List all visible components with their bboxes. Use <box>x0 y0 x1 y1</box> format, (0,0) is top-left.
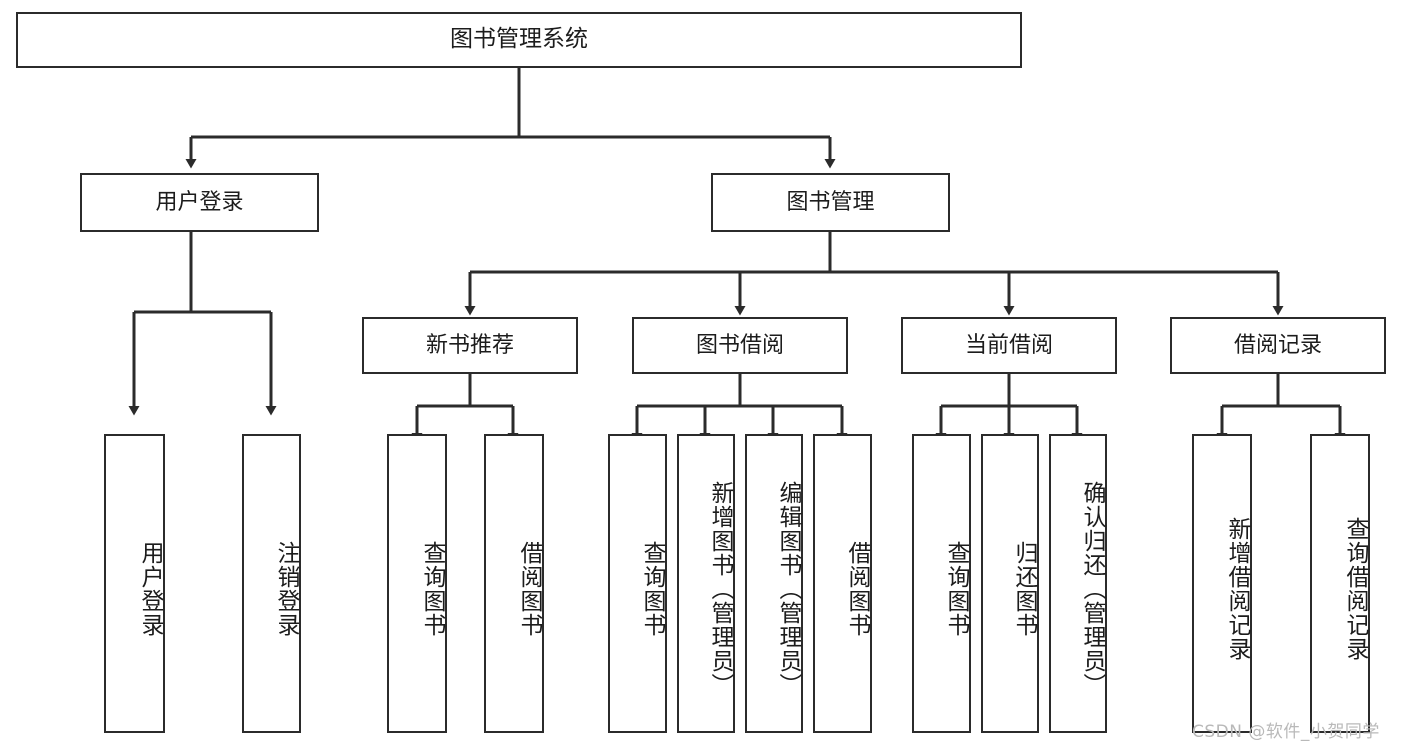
node-leaf-edit-book-admin[interactable]: 编辑图书（管理员） <box>745 434 803 733</box>
node-book-manage-label: 图书管理 <box>786 189 875 215</box>
node-leaf-query-book-b-label: 查询图书 <box>639 540 665 637</box>
node-leaf-query-book-b[interactable]: 查询图书 <box>608 434 667 733</box>
node-book-borrow[interactable]: 图书借阅 <box>632 317 848 374</box>
node-leaf-query-book-c-label: 查询图书 <box>943 540 969 637</box>
node-book-borrow-label: 图书借阅 <box>695 332 784 358</box>
node-current-borrow-label: 当前借阅 <box>964 332 1053 358</box>
node-user-login[interactable]: 用户登录 <box>80 173 319 232</box>
node-leaf-user-login[interactable]: 用户登录 <box>104 434 165 733</box>
node-leaf-query-borrow-record-label: 查询借阅记录 <box>1342 516 1368 661</box>
node-leaf-add-book-admin[interactable]: 新增图书（管理员） <box>677 434 735 733</box>
node-leaf-confirm-return-admin-label: 确认归还（管理员） <box>1079 480 1105 697</box>
node-leaf-add-book-admin-label: 新增图书（管理员） <box>707 480 733 697</box>
node-leaf-query-borrow-record[interactable]: 查询借阅记录 <box>1310 434 1370 733</box>
node-new-book-recommend[interactable]: 新书推荐 <box>362 317 578 374</box>
node-root-label: 图书管理系统 <box>450 26 588 53</box>
node-leaf-add-borrow-record-label: 新增借阅记录 <box>1224 516 1250 661</box>
node-book-manage[interactable]: 图书管理 <box>711 173 950 232</box>
node-leaf-user-login-label: 用户登录 <box>137 540 163 637</box>
node-leaf-logout[interactable]: 注销登录 <box>242 434 301 733</box>
node-leaf-edit-book-admin-label: 编辑图书（管理员） <box>775 480 801 697</box>
node-leaf-borrow-book-b-label: 借阅图书 <box>844 540 870 637</box>
node-leaf-logout-label: 注销登录 <box>273 540 299 637</box>
node-current-borrow[interactable]: 当前借阅 <box>901 317 1117 374</box>
node-root[interactable]: 图书管理系统 <box>16 12 1022 68</box>
node-borrow-record[interactable]: 借阅记录 <box>1170 317 1386 374</box>
node-leaf-borrow-book-b[interactable]: 借阅图书 <box>813 434 872 733</box>
node-leaf-return-book[interactable]: 归还图书 <box>981 434 1039 733</box>
node-leaf-return-book-label: 归还图书 <box>1011 540 1037 637</box>
node-user-login-label: 用户登录 <box>155 189 244 215</box>
node-leaf-borrow-book-a-label: 借阅图书 <box>516 540 542 637</box>
node-leaf-query-book-a[interactable]: 查询图书 <box>387 434 447 733</box>
csdn-watermark: CSDN @软件_小贺同学 <box>1192 722 1380 742</box>
node-leaf-add-borrow-record[interactable]: 新增借阅记录 <box>1192 434 1252 733</box>
node-new-book-recommend-label: 新书推荐 <box>425 332 514 358</box>
node-leaf-borrow-book-a[interactable]: 借阅图书 <box>484 434 544 733</box>
node-leaf-confirm-return-admin[interactable]: 确认归还（管理员） <box>1049 434 1107 733</box>
node-leaf-query-book-a-label: 查询图书 <box>419 540 445 637</box>
node-leaf-query-book-c[interactable]: 查询图书 <box>912 434 971 733</box>
node-borrow-record-label: 借阅记录 <box>1233 332 1322 358</box>
